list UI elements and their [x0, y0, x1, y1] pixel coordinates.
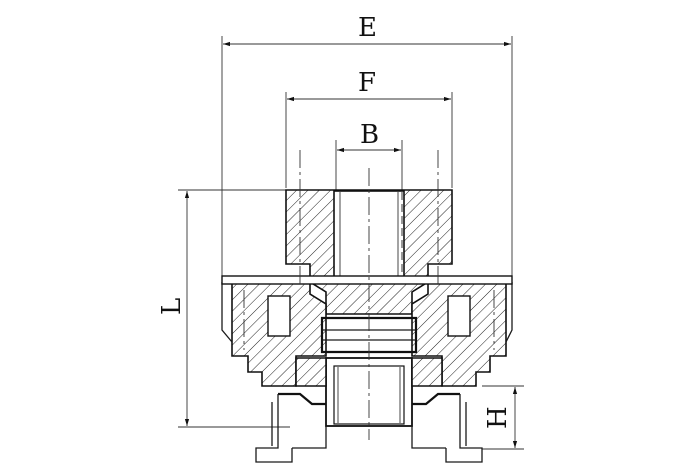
- dimension-label-b: B: [360, 120, 379, 150]
- dimension-label-l: L: [157, 298, 187, 315]
- dimension-label-e: E: [358, 13, 377, 43]
- bottom-flange: [255, 392, 483, 463]
- lower-sleeve-walls: [295, 357, 443, 387]
- dimension-e: E: [221, 13, 513, 288]
- dimension-label-f: F: [358, 68, 376, 98]
- fitting-body: [221, 189, 513, 387]
- dimension-b: B: [335, 120, 403, 192]
- dimension-h: H: [482, 385, 524, 450]
- center-lines: [243, 150, 495, 440]
- dimension-l: L: [157, 189, 300, 428]
- dimension-f: F: [285, 68, 453, 188]
- dimension-label-h: H: [483, 406, 513, 429]
